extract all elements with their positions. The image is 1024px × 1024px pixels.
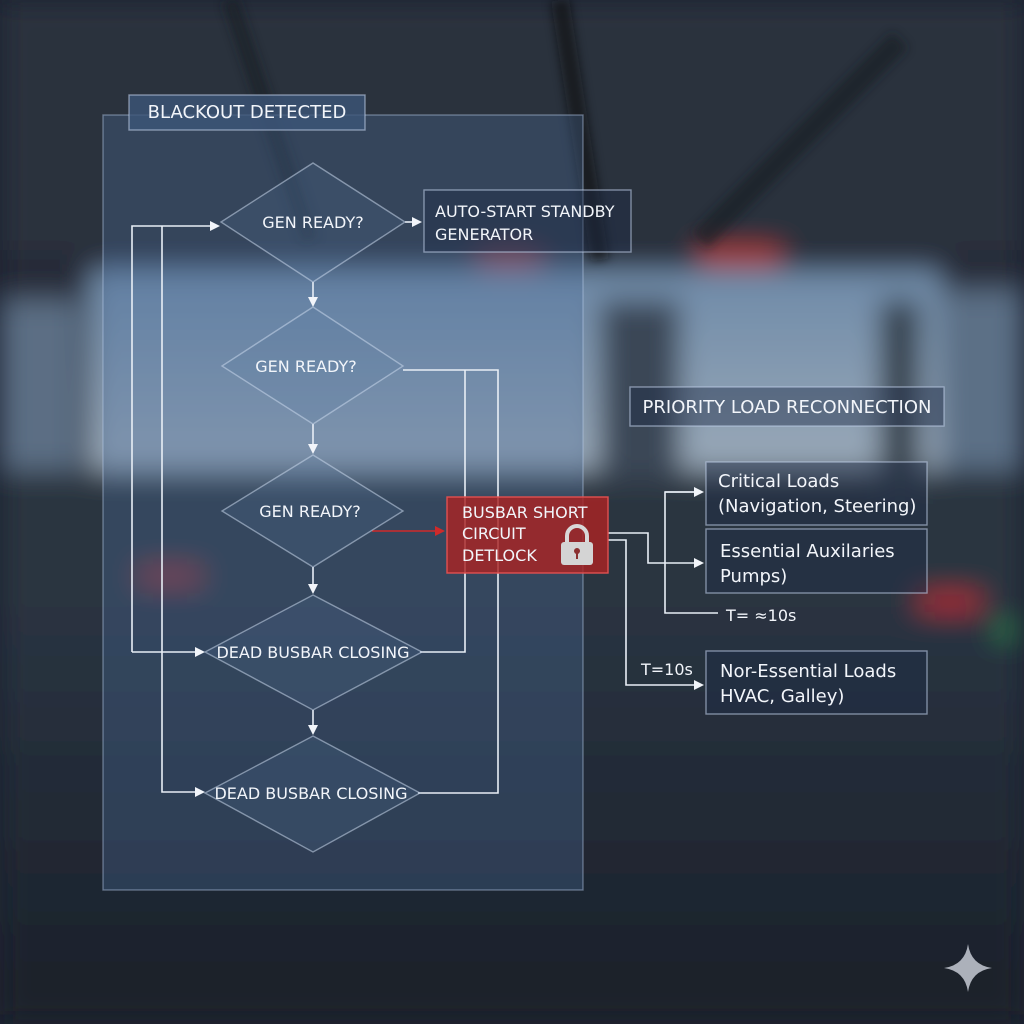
title-box: BLACKOUT DETECTED — [128, 94, 366, 131]
connectors — [131, 217, 718, 797]
load-line2: Pumps) — [720, 566, 787, 587]
decision-dead-busbar-2: DEAD BUSBAR CLOSING — [203, 735, 422, 853]
decision-label: GEN READY? — [262, 213, 363, 232]
interlock-line3: DETLOCK — [462, 546, 537, 565]
timer-essential: T= ≈10s — [725, 606, 796, 625]
lock-icon — [561, 524, 593, 565]
decision-gen-ready-2: GEN READY? — [220, 306, 405, 425]
load-line1: Nor-Essential Loads — [720, 661, 896, 682]
priority-title: PRIORITY LOAD RECONNECTION — [643, 397, 932, 418]
auto-start-box: AUTO-START STANDBY GENERATOR — [423, 189, 632, 253]
decision-label: DEAD BUSBAR CLOSING — [216, 643, 409, 662]
decision-gen-ready-1: GEN READY? — [219, 162, 407, 283]
interlock-line2: CIRCUIT — [462, 524, 526, 543]
decision-gen-ready-3: GEN READY? — [220, 454, 405, 568]
interlock-line1: BUSBAR SHORT — [462, 503, 588, 522]
interlock-box: BUSBAR SHORT CIRCUIT DETLOCK — [446, 496, 609, 574]
sparkle-icon — [944, 944, 992, 992]
load-non-essential: Nor-Essential Loads HVAC, Galley) — [705, 650, 928, 715]
decision-label: DEAD BUSBAR CLOSING — [214, 784, 407, 803]
load-line2: HVAC, Galley) — [720, 686, 844, 707]
decision-dead-busbar-1: DEAD BUSBAR CLOSING — [203, 594, 424, 711]
priority-title-box: PRIORITY LOAD RECONNECTION — [629, 386, 945, 427]
decision-label: GEN READY? — [255, 357, 356, 376]
load-line1: Critical Loads — [718, 471, 839, 492]
load-line2: (Navigation, Steering) — [718, 496, 916, 517]
timer-non-essential: T=10s — [640, 660, 693, 679]
load-essential: Essential Auxilaries Pumps) — [705, 528, 928, 594]
auto-start-line2: GENERATOR — [435, 225, 533, 244]
load-critical: Critical Loads (Navigation, Steering) — [705, 461, 928, 526]
auto-start-line1: AUTO-START STANDBY — [435, 202, 615, 221]
decision-label: GEN READY? — [259, 502, 360, 521]
load-line1: Essential Auxilaries — [720, 541, 895, 562]
flowchart-title: BLACKOUT DETECTED — [148, 102, 347, 123]
